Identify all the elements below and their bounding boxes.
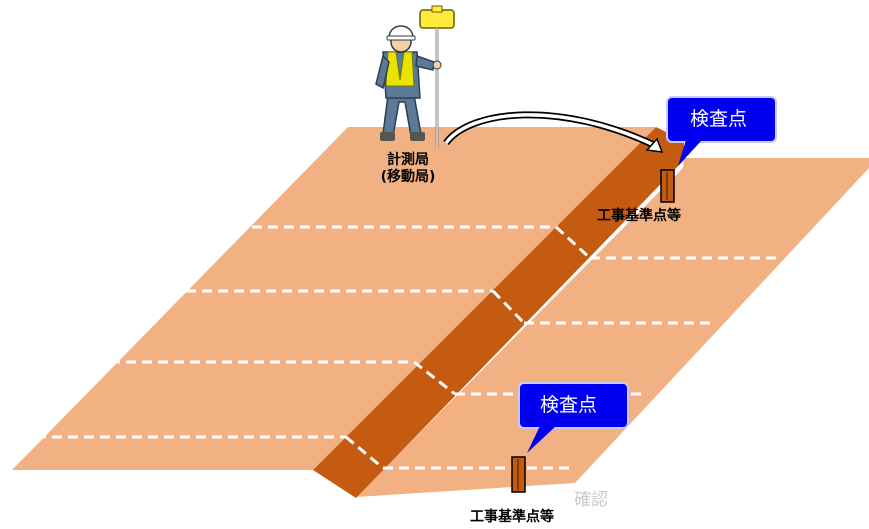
ground-plane-right: [356, 158, 869, 497]
station-label: 計測局 (移動局): [372, 152, 444, 186]
curved-arrow-icon: [443, 111, 664, 153]
ground-plane-left: [12, 127, 656, 470]
callout-upper: [666, 96, 777, 166]
station-label-line1: 計測局: [387, 152, 429, 168]
survey-worker-icon: [375, 25, 442, 141]
section-lines-ridge: [345, 225, 592, 470]
benchmark-stake-icon: [511, 456, 526, 493]
benchmark-label-lower: 工事基準点等: [470, 509, 554, 525]
section-lines-right: [383, 256, 782, 470]
station-label-line2: (移動局): [380, 169, 436, 185]
check-point-label-lower: 検査点: [540, 394, 598, 416]
section-lines-left: [36, 225, 556, 439]
benchmark-stake-icon: [660, 169, 675, 203]
check-point-label-upper: 検査点: [690, 108, 748, 130]
gnss-rover-icon: [419, 5, 455, 148]
benchmark-label-upper: 工事基準点等: [597, 208, 681, 224]
ghost-text-confirm: 確認: [574, 490, 608, 510]
ridge-strip: [313, 127, 684, 498]
callout-lower: [518, 382, 629, 453]
